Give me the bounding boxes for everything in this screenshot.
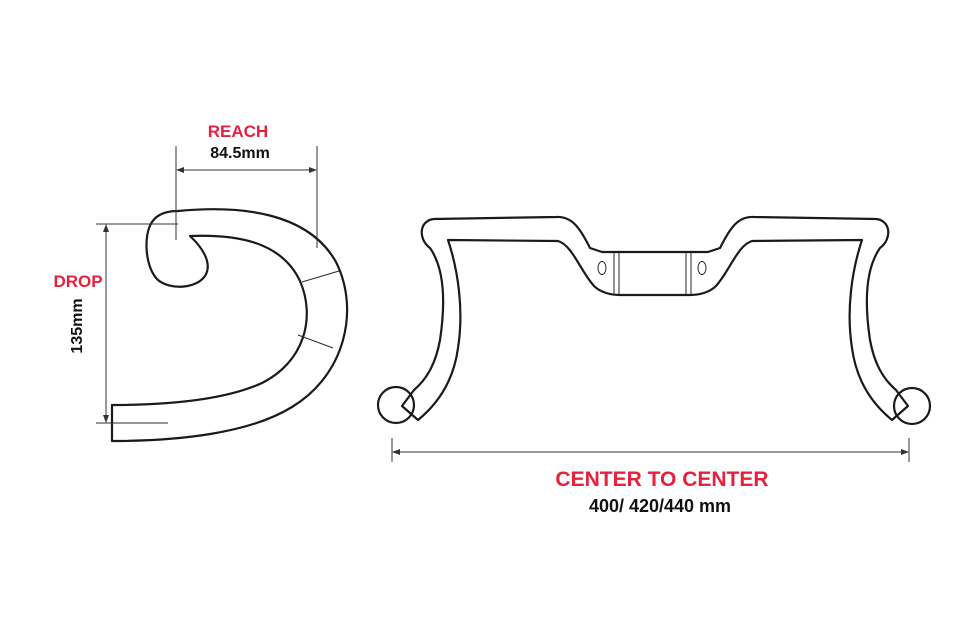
front-view-outline: [400, 215, 910, 422]
drop-arrow-top: [103, 224, 109, 232]
width-title: CENTER TO CENTER: [555, 468, 768, 491]
reach-arrow-right: [309, 167, 317, 173]
drop-value: 135mm: [69, 298, 86, 353]
width-dimension: [391, 438, 910, 462]
side-view-outline: [110, 208, 349, 443]
reach-value: 84.5mm: [210, 145, 270, 162]
reach-dimension: [175, 146, 318, 248]
side-view-section-line-lower: [297, 334, 334, 349]
front-view-mount-slot-left: [597, 261, 607, 275]
drop-dimension: [96, 223, 178, 423]
width-value: 400/ 420/440 mm: [589, 496, 731, 516]
side-view-handlebar: [96, 208, 349, 443]
front-view-bar-end-right: [892, 386, 932, 426]
front-view-bar-end-left: [376, 385, 416, 425]
front-view-handlebar: [376, 215, 932, 426]
width-arrow-right: [901, 449, 909, 455]
drop-title: DROP: [53, 272, 102, 291]
width-arrow-left: [392, 449, 400, 455]
drop-arrow-bottom: [103, 415, 109, 423]
reach-title: REACH: [208, 122, 268, 141]
side-view-section-line-upper: [301, 270, 340, 283]
reach-arrow-left: [176, 167, 184, 173]
front-view-mount-slot-right: [697, 261, 707, 275]
